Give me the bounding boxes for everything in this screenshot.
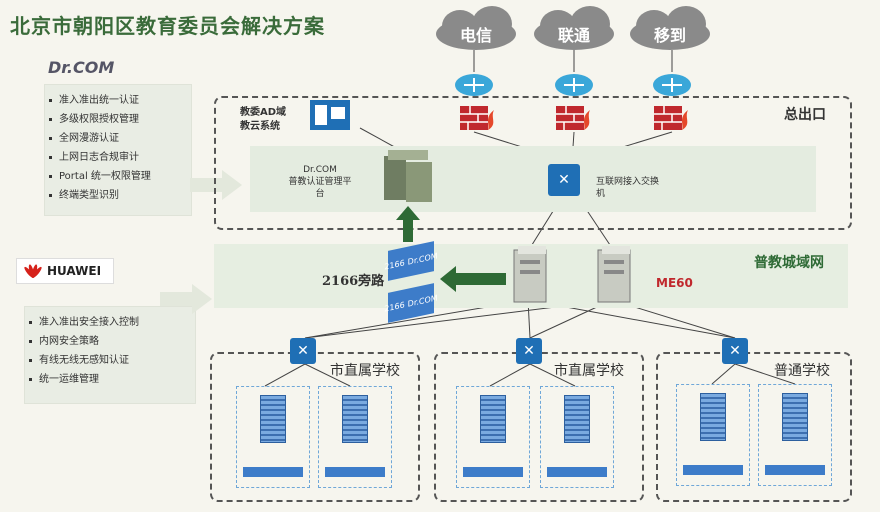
- server-icon: [310, 100, 350, 130]
- me60-router-icon: [513, 246, 547, 303]
- router-icon: [455, 74, 493, 96]
- bypass-device-label: 2166: [384, 257, 405, 272]
- router-icon: [555, 74, 593, 96]
- huawei-flower-icon: [24, 264, 42, 278]
- feature-item: Portal 统一权限管理: [45, 167, 191, 186]
- bypass-device-label: 2166: [384, 299, 405, 314]
- firewall-icon: [654, 106, 688, 130]
- feature-item: 准入准出安全接入控制: [25, 313, 195, 332]
- drcom-server-icon: [384, 150, 432, 202]
- bypass-device-brand: Dr.COM: [407, 292, 438, 309]
- internet-switch-icon: ✕: [548, 164, 580, 196]
- arrow-left-icon: [440, 266, 506, 292]
- arrow-right-icon: [160, 284, 212, 314]
- feature-item: 准入准出统一认证: [45, 91, 191, 110]
- school-switch-icon: ✕: [290, 338, 316, 364]
- server-group: [236, 386, 310, 488]
- school-label: 市直属学校: [554, 363, 624, 379]
- huawei-feature-panel: 准入准出安全接入控制内网安全策略有线无线无感知认证统一运维管理: [24, 306, 196, 404]
- arrow-right-icon: [190, 170, 242, 200]
- cloud-label: 移到: [653, 26, 686, 45]
- huawei-logo-text: HUAWEI: [47, 264, 102, 278]
- feature-item: 内网安全策略: [25, 332, 195, 351]
- exit-zone: [214, 96, 852, 230]
- firewall-icon: [460, 106, 494, 130]
- drcom-logo: Dr.COM: [48, 58, 115, 77]
- feature-item: 全网漫游认证: [45, 129, 191, 148]
- server-group: [676, 384, 750, 486]
- cloud-label: 电信: [459, 26, 492, 45]
- exit-band: [250, 146, 816, 212]
- school-label: 市直属学校: [330, 363, 400, 379]
- internet-switch-label: 互联网接入交换 机: [596, 177, 660, 199]
- bypass-device-brand: Dr.COM: [407, 250, 438, 267]
- cloud-label: 联通: [557, 26, 590, 45]
- router-icon: [653, 74, 691, 96]
- server-group: [456, 386, 530, 488]
- school-switch-icon: ✕: [722, 338, 748, 364]
- me60-label: ME60: [656, 276, 693, 290]
- feature-item: 终端类型识别: [45, 186, 191, 205]
- server-group: [540, 386, 614, 488]
- cloud-icon: [436, 6, 710, 50]
- server-group: [758, 384, 832, 486]
- school-zone: [656, 352, 852, 502]
- firewall-icon: [556, 106, 590, 130]
- arrow-up-icon: [396, 206, 420, 242]
- feature-item: 多级权限授权管理: [45, 110, 191, 129]
- feature-item: 有线无线无感知认证: [25, 351, 195, 370]
- school-label: 普通学校: [774, 363, 830, 379]
- feature-item: 统一运维管理: [25, 370, 195, 389]
- ad-label: 教委AD域 教云系统: [240, 107, 287, 132]
- bypass-label: 2166旁路: [322, 274, 385, 289]
- server-group: [318, 386, 392, 488]
- metro-zone-label: 普教城域网: [754, 255, 824, 271]
- school-switch-icon: ✕: [516, 338, 542, 364]
- me60-router-icon: [597, 246, 631, 303]
- page-title: 北京市朝阳区教育委员会解决方案: [10, 14, 325, 38]
- drcom-platform-label: Dr.COM 普教认证管理平 台: [288, 165, 352, 199]
- exit-zone-label: 总出口: [784, 107, 826, 123]
- huawei-logo: HUAWEI: [16, 258, 114, 284]
- feature-item: 上网日志合规审计: [45, 148, 191, 167]
